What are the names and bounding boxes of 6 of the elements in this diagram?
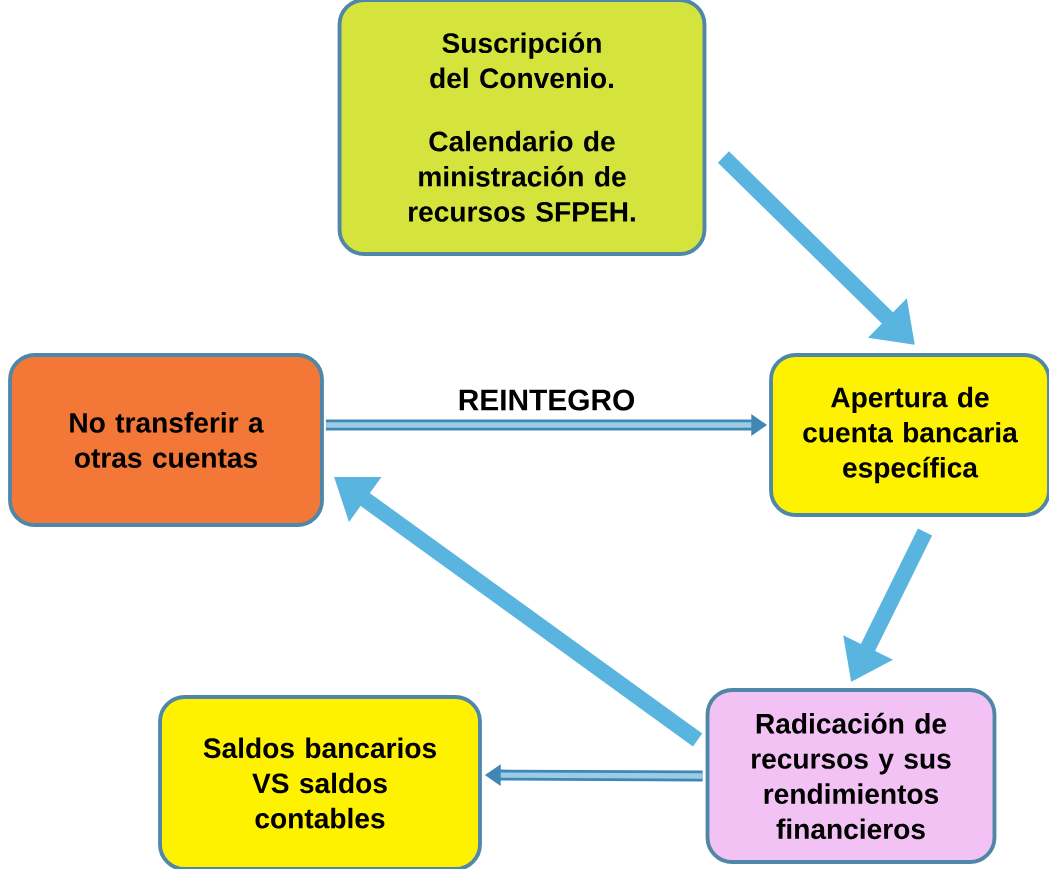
process-box: Saldos bancarios VS saldos contables <box>158 695 482 869</box>
edge-label: REINTEGRO <box>454 385 639 415</box>
process-box: Radicación de recursos y sus rendimientos financieros <box>705 688 997 864</box>
process-box: Apertura de cuenta bancaria específica <box>769 353 1049 517</box>
process-box: Suscripción del Convenio. Calendario de ministración de recursos SFPEH. <box>337 0 707 256</box>
process-box: No transferir a otras cuentas <box>8 353 324 527</box>
